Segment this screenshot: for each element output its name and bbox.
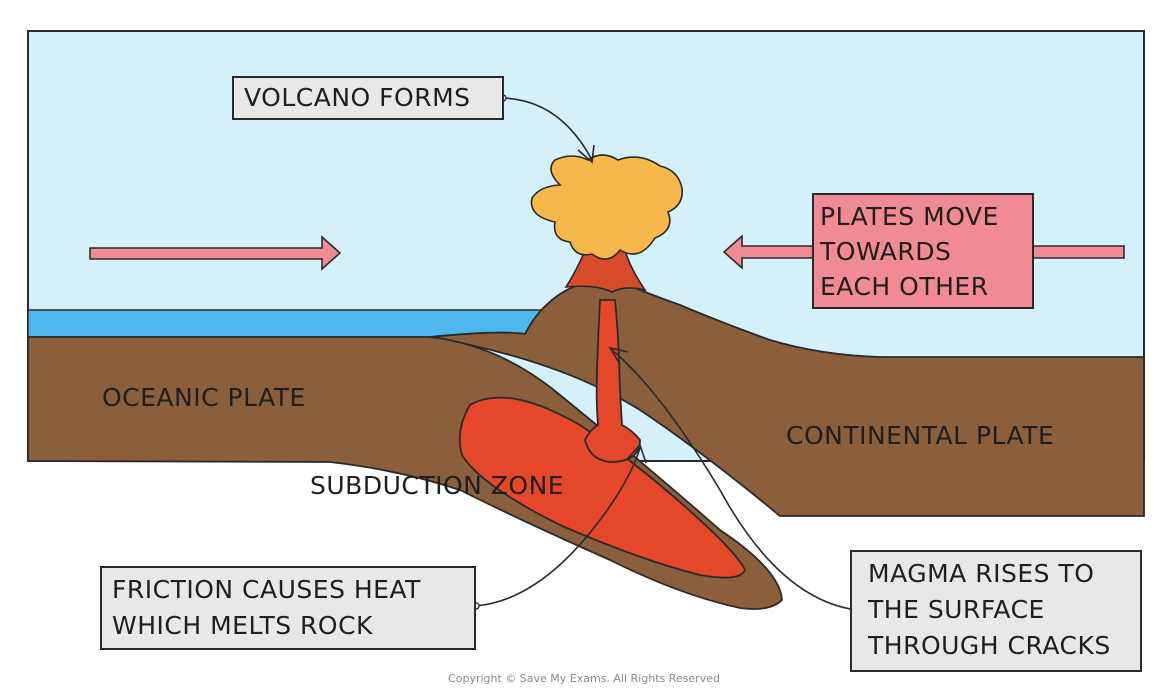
magma-rises-label-line3: THROUGH CRACKS xyxy=(868,631,1111,660)
plate-arrow-right xyxy=(89,235,342,271)
continental-plate-label: CONTINENTAL PLATE xyxy=(786,421,1055,450)
plates-move-label-line1: PLATES MOVE xyxy=(820,202,999,231)
subduction-zone-label: SUBDUCTION ZONE xyxy=(310,471,565,500)
magma-chamber xyxy=(458,396,746,579)
friction-arrow xyxy=(475,447,641,607)
copyright-notice: Copyright © Save My Exams. All Rights Re… xyxy=(448,672,720,685)
plates-move-label-line2: TOWARDS xyxy=(820,237,952,266)
oceanic-crust xyxy=(27,336,783,610)
volcano-forms-arrow xyxy=(502,97,593,161)
volcano-vent xyxy=(564,249,647,293)
magma-rises-arrowhead xyxy=(608,346,629,365)
volcano-forms-label: VOLCANO FORMS xyxy=(244,83,471,112)
magma-conduit xyxy=(584,299,641,463)
friction-label-line1: FRICTION CAUSES HEAT xyxy=(112,575,421,604)
magma-rises-label-line1: MAGMA RISES TO xyxy=(868,559,1095,588)
friction-label-line2: WHICH MELTS ROCK xyxy=(112,611,373,640)
friction-box xyxy=(100,566,476,650)
magma-rises-label-line2: THE SURFACE xyxy=(868,595,1045,624)
magma-rises-box xyxy=(850,550,1142,672)
magma-rises-arrow xyxy=(611,349,858,611)
oceanic-plate-label: OCEANIC PLATE xyxy=(102,383,306,412)
plates-move-label-line3: EACH OTHER xyxy=(820,272,989,301)
plates-move-box xyxy=(812,193,1034,309)
friction-arrowhead xyxy=(627,443,647,464)
volcano-forms-arrowhead xyxy=(577,144,595,164)
volcano-forms-box xyxy=(232,76,504,120)
